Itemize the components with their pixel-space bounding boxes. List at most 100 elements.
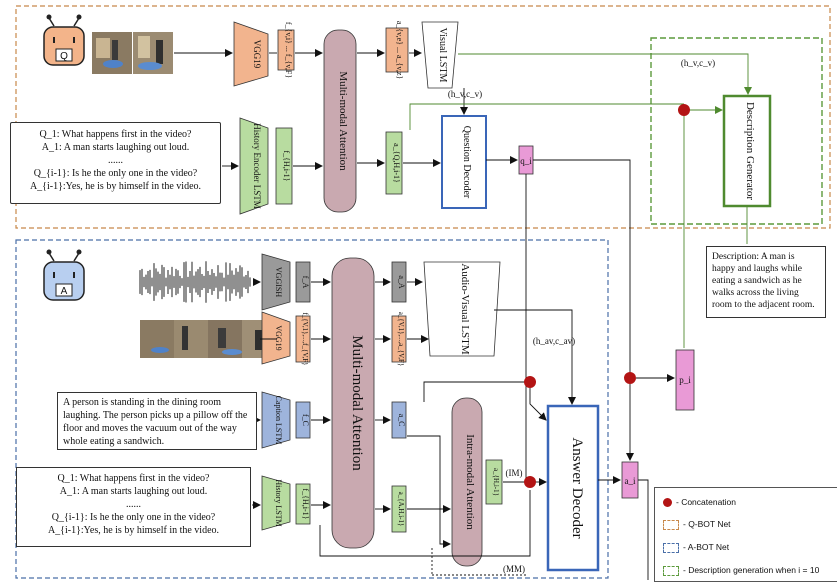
description-generator-label: Description Generator xyxy=(744,102,756,200)
legend-concat: - Concatenation xyxy=(663,496,736,509)
concat-dot-abot-top xyxy=(524,376,536,388)
abot-region xyxy=(15,239,609,579)
im-label: (IM) xyxy=(506,468,523,478)
descgen-region xyxy=(650,37,823,225)
question-decoder xyxy=(441,115,487,209)
qbot-dialog-line: Q_{i-1}: Is he the only one in the video… xyxy=(33,168,198,179)
abot-fa-label: f_A xyxy=(301,276,310,289)
qbot-vgg19 xyxy=(233,21,269,87)
robot-a-badge: A xyxy=(61,286,68,297)
qbot-dialog-line: ...... xyxy=(108,155,123,166)
connection-lines xyxy=(174,49,752,580)
abot-aa-label: a_A xyxy=(397,275,406,289)
answer-decoder-label: Answer Decoder xyxy=(569,437,585,538)
abot-history-lstm-label: History LSTM xyxy=(274,479,283,526)
question-decoder-label: Question Decoder xyxy=(461,126,472,199)
qbot-video-frames xyxy=(92,32,173,74)
legend-descgen: - Description generation when i = 10 xyxy=(663,564,819,577)
abot-fc-label: f_C xyxy=(301,414,310,426)
legend: - Concatenation - Q-BOT Net - A-BOT Net … xyxy=(654,487,837,582)
audio-waveform xyxy=(139,261,251,303)
abot-history-lstm xyxy=(261,475,291,531)
qbot-visual-lstm-label: Visual LSTM xyxy=(437,28,448,83)
abot-aa xyxy=(391,261,407,303)
descgen-swatch-icon xyxy=(663,565,679,576)
qbot-history-feature-label: f_{H,i-1} xyxy=(282,150,291,181)
abot-dialog-line: Q_1: What happens first in the video? xyxy=(57,473,210,484)
abot-vgg19 xyxy=(261,311,291,365)
abot-ahmm-label: a_{A,H,i-1} xyxy=(397,492,405,527)
legend-qbot: - Q-BOT Net xyxy=(663,518,731,531)
hv-cv-top-label: (h_v,c_v) xyxy=(681,58,715,68)
hv-cv-inner-label: (h_v,c_v) xyxy=(448,89,482,99)
intra-modal-attention xyxy=(451,397,483,567)
abot-dialog-line: A_{i-1}:Yes, he is by himself in the vid… xyxy=(47,525,220,536)
abot-ahi xyxy=(485,459,503,505)
abot-dialog-line: Q_{i-1}: Is he the only one in the video… xyxy=(51,512,216,523)
abot-av-label: a_{V,1},...,a_{V,F} xyxy=(397,312,405,367)
caption-text: A person is standing in the dining room … xyxy=(63,397,248,447)
answer-decoder xyxy=(546,404,600,572)
concat-dot-qbot xyxy=(678,104,690,116)
abot-multimodal-attention xyxy=(331,257,375,549)
qbot-swatch-icon xyxy=(663,519,679,530)
qbot-history-encoder-label: History Encoder LSTM xyxy=(252,123,262,209)
qbot-frame-features-label: f_{v,i} ... f_{v,F} xyxy=(284,22,293,78)
qbot-multimodal-attention xyxy=(323,29,357,213)
qbot-visual-feature xyxy=(385,27,409,73)
abot-ahi-label: a_{H,i-1} xyxy=(492,468,500,496)
ai-label: a_i xyxy=(625,476,636,486)
abot-ahmm xyxy=(391,485,407,533)
legend-qbot-label: - Q-BOT Net xyxy=(683,519,731,529)
pi-label: p_i xyxy=(679,375,691,385)
abot-ac xyxy=(391,401,407,439)
abot-fh-label: f_{H,i-1} xyxy=(301,488,310,519)
description-generator xyxy=(722,94,772,208)
qbot-mm-attention-label: Multi-modal Attention xyxy=(337,71,349,171)
qbot-dialog-history: Q_1: What happens first in the video? A_… xyxy=(10,122,221,204)
description-text: Description: A man is happy and laughs w… xyxy=(712,252,815,310)
abot-caption-lstm xyxy=(261,391,291,449)
concat-dot-pi xyxy=(624,372,636,384)
abot-dialog-line: ...... xyxy=(126,499,141,510)
legend-descgen-label: - Description generation when i = 10 xyxy=(683,565,820,575)
abot-fh xyxy=(295,483,311,525)
intra-modal-attention-label: Intra-modal Attention xyxy=(464,434,476,530)
abot-swatch-icon xyxy=(663,542,679,553)
abot-fc xyxy=(295,401,311,439)
qbot-dialog-line: Q_1: What happens first in the video? xyxy=(39,129,192,140)
qbot-visual-feature-label: a_{v,e} ... a_{v,z} xyxy=(395,21,404,80)
abot-fv xyxy=(295,315,311,363)
qbot-history-feature xyxy=(275,127,293,205)
abot-ac-label: a_C xyxy=(397,414,406,427)
abot-vggish-label: VGGISH xyxy=(274,267,283,297)
robot-q-badge: Q xyxy=(60,51,68,62)
robot-q-icon: Q xyxy=(43,14,85,66)
abot-dialog-line: A_1: A man starts laughing out loud. xyxy=(59,486,208,497)
description-output-box: Description: A man is happy and laughs w… xyxy=(706,246,826,318)
audio-visual-lstm xyxy=(423,261,501,357)
qbot-frame-features xyxy=(277,29,295,71)
qbot-visual-lstm xyxy=(421,21,459,89)
qbot-dialog-line: A_1: A man starts laughing out loud. xyxy=(41,142,190,153)
abot-vggish xyxy=(261,253,291,311)
abot-vgg19-label: VGG19 xyxy=(274,325,283,350)
qi-label: q_i xyxy=(520,156,532,166)
legend-abot-label: - A-BOT Net xyxy=(683,542,730,552)
legend-concat-label: - Concatenation xyxy=(676,497,737,507)
abot-caption-lstm-label: Caption LSTM xyxy=(274,396,283,445)
abot-fv-label: f_{V,1},...,f_{V,F} xyxy=(301,312,309,365)
qbot-vgg19-label: VGG19 xyxy=(252,40,262,69)
abot-mm-attention-label: Multi-modal Attention xyxy=(349,335,365,471)
concat-dot-abot-mid xyxy=(524,476,536,488)
qbot-attended-history xyxy=(385,131,403,195)
abot-video-frames xyxy=(140,320,276,358)
qbot-region xyxy=(15,5,831,229)
legend-abot: - A-BOT Net xyxy=(663,541,729,554)
pi-feature xyxy=(675,349,695,411)
caption-text-box: A person is standing in the dining room … xyxy=(57,392,257,450)
mm-label: (MM) xyxy=(503,564,525,574)
qbot-history-encoder xyxy=(239,117,269,215)
qbot-dialog-line: A_{i-1}:Yes, he is by himself in the vid… xyxy=(29,181,202,192)
